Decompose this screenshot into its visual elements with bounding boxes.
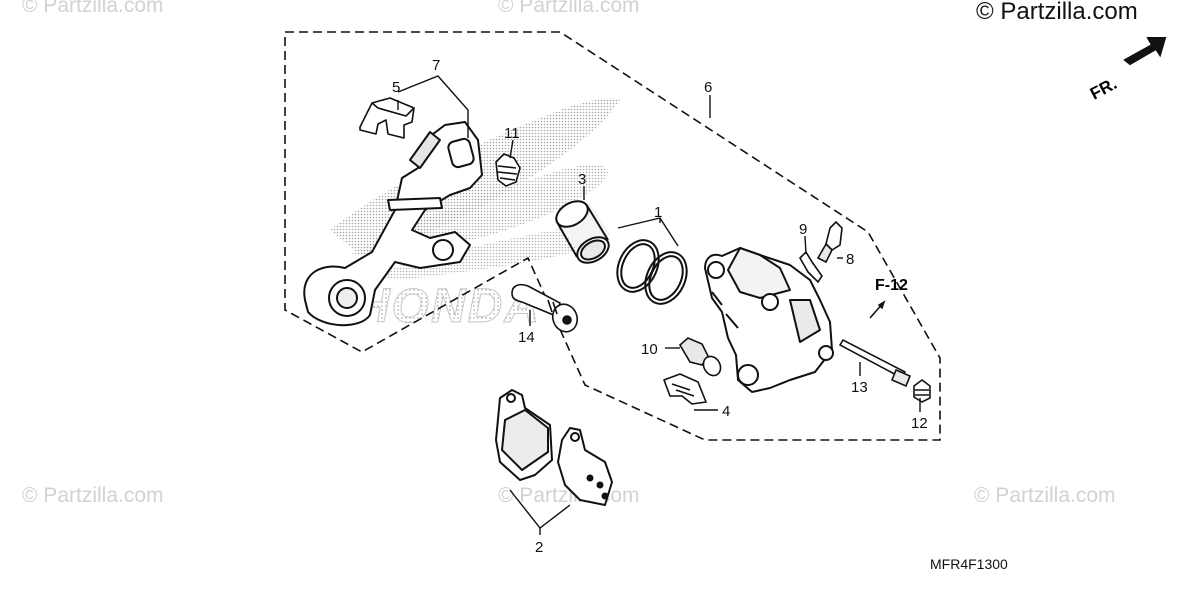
honda-logo-letters: HONDA (355, 280, 541, 333)
pin-plug (913, 379, 931, 403)
pad-retainer-clip (359, 97, 415, 139)
bleed-valve (816, 220, 843, 264)
front-arrow-label: FR. (1087, 74, 1120, 104)
callout-14: 14 (518, 329, 535, 346)
callout-2: 2 (535, 539, 543, 556)
pin-boot (678, 337, 722, 377)
bracket-boot (495, 153, 521, 187)
reference-label: F-12 (875, 277, 908, 294)
callout-5: 5 (392, 79, 400, 96)
assembly-outline (284, 31, 941, 441)
leader-lines (397, 75, 921, 535)
callout-10: 10 (641, 341, 658, 358)
callout-numbers: 1 2 3 4 5 6 7 8 9 10 11 12 13 14 (392, 57, 928, 556)
callout-8: 8 (846, 251, 854, 268)
caliper-bracket (303, 121, 483, 327)
copyright-notice: © Partzilla.com (976, 0, 1138, 25)
diagram-code: MFR4F1300 (930, 556, 1008, 572)
callout-12: 12 (911, 415, 928, 432)
callout-1: 1 (654, 204, 662, 221)
callout-4: 4 (722, 403, 730, 420)
caliper-piston (555, 200, 611, 264)
watermark: © Partzilla.com (974, 484, 1116, 507)
callout-13: 13 (851, 379, 868, 396)
callout-7: 7 (432, 57, 440, 74)
caliper-body (704, 247, 834, 393)
callout-6: 6 (704, 79, 712, 96)
piston-seals (616, 239, 688, 305)
brake-pads (495, 389, 613, 506)
front-direction-arrow: FR. (1087, 37, 1167, 104)
watermark: © Partzilla.com (22, 0, 164, 17)
pad-pin (838, 338, 912, 388)
pad-spring (663, 373, 707, 405)
watermark: © Partzilla.com (22, 484, 164, 507)
watermark: © Partzilla.com (498, 0, 640, 17)
callout-9: 9 (799, 221, 807, 238)
callout-11: 11 (504, 125, 520, 142)
callout-3: 3 (578, 171, 586, 188)
slide-pin (511, 283, 579, 333)
reference-f12: F-12 (869, 277, 908, 319)
